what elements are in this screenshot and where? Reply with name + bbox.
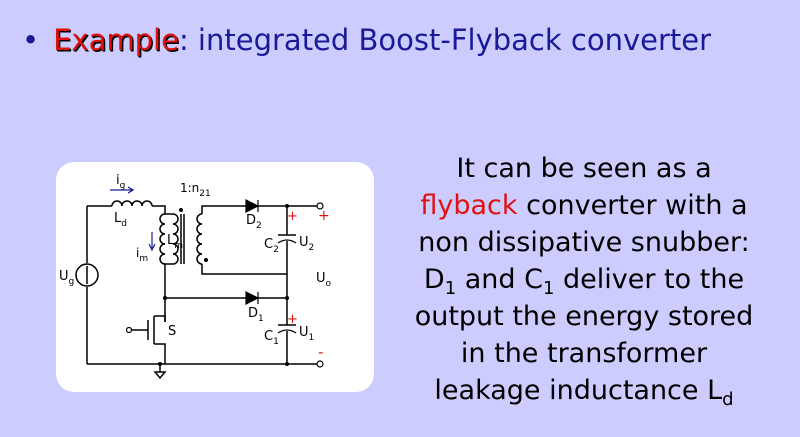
capacitor-c2-curved-plate — [277, 239, 297, 244]
label-plus-c1: + — [287, 312, 298, 327]
wire-primary-ties — [165, 213, 173, 265]
gate-terminal — [125, 326, 133, 334]
highlight-flyback: flyback — [420, 190, 518, 221]
description-line: non dissipative snubber: — [418, 227, 750, 258]
label-d1: D1 — [248, 306, 264, 324]
output-terminal-top — [316, 202, 324, 210]
slide-title: • Example: integrated Boost-Flyback conve… — [22, 20, 711, 60]
label-ug: Ug — [59, 269, 74, 287]
polarity-dot-primary — [179, 208, 183, 212]
label-ratio: 1:n21 — [180, 181, 211, 199]
label-d2: D2 — [246, 213, 262, 231]
description-line: It can be seen as a — [456, 153, 712, 184]
polarity-dot-secondary — [204, 258, 208, 262]
diode-d1 — [245, 291, 260, 305]
description-line: output the energy stored — [414, 301, 754, 332]
im-arrow-icon — [148, 232, 156, 252]
label-plus-c2: + — [287, 209, 298, 224]
junction-dot — [285, 362, 289, 366]
circuit-diagram-card: ig Ld 1:n21 D2 + + C2 U2 im Lm Ug Uo D1 … — [56, 162, 374, 392]
diode-d2 — [245, 199, 260, 213]
description-line: D1 and C1 deliver to the — [423, 264, 745, 299]
title-keyword: Example — [53, 23, 179, 57]
junction-dot — [285, 296, 289, 300]
junction-dot — [158, 362, 162, 366]
description-line: in the transformer — [460, 338, 708, 369]
wire-secondary-bottom — [201, 264, 287, 275]
label-c1: C1 — [264, 329, 279, 347]
label-u1: U1 — [299, 325, 314, 343]
circuit-schematic: ig Ld 1:n21 D2 + + C2 U2 im Lm Ug Uo D1 … — [59, 173, 332, 380]
transformer-primary — [172, 213, 179, 265]
label-ig: ig — [116, 173, 125, 191]
ig-arrow-icon — [110, 186, 135, 194]
label-lm: Lm — [167, 233, 183, 251]
label-plus-output: + — [318, 208, 330, 224]
wire-secondary-top — [201, 205, 246, 214]
label-minus-output: - — [318, 343, 323, 361]
label-u2: U2 — [299, 235, 314, 253]
description-line: flyback converter with a — [420, 190, 748, 221]
transformer-secondary — [196, 213, 203, 265]
label-im: im — [136, 246, 148, 264]
transformer-core — [180, 214, 185, 264]
output-terminal-bottom — [316, 360, 324, 368]
bullet-icon: • — [22, 23, 40, 57]
label-uo: Uo — [316, 271, 332, 289]
description-line: leakage inductance Ld — [434, 375, 734, 410]
junction-dot — [285, 204, 289, 208]
switch-s — [131, 315, 166, 364]
ground-symbol — [153, 364, 167, 380]
label-c2: C2 — [264, 237, 279, 255]
wire-ld-to-transformer — [152, 205, 166, 214]
junction-dot — [163, 296, 167, 300]
inductor-ld — [111, 200, 153, 207]
inductor-lm — [159, 213, 166, 265]
label-switch: S — [168, 324, 176, 339]
description-text: It can be seen as a flyback converter wi… — [388, 150, 780, 409]
label-ld: Ld — [114, 211, 127, 229]
title-separator: : — [178, 23, 189, 57]
title-text: integrated Boost-Flyback converter — [188, 23, 712, 57]
capacitor-c1-curved-plate — [277, 329, 297, 334]
